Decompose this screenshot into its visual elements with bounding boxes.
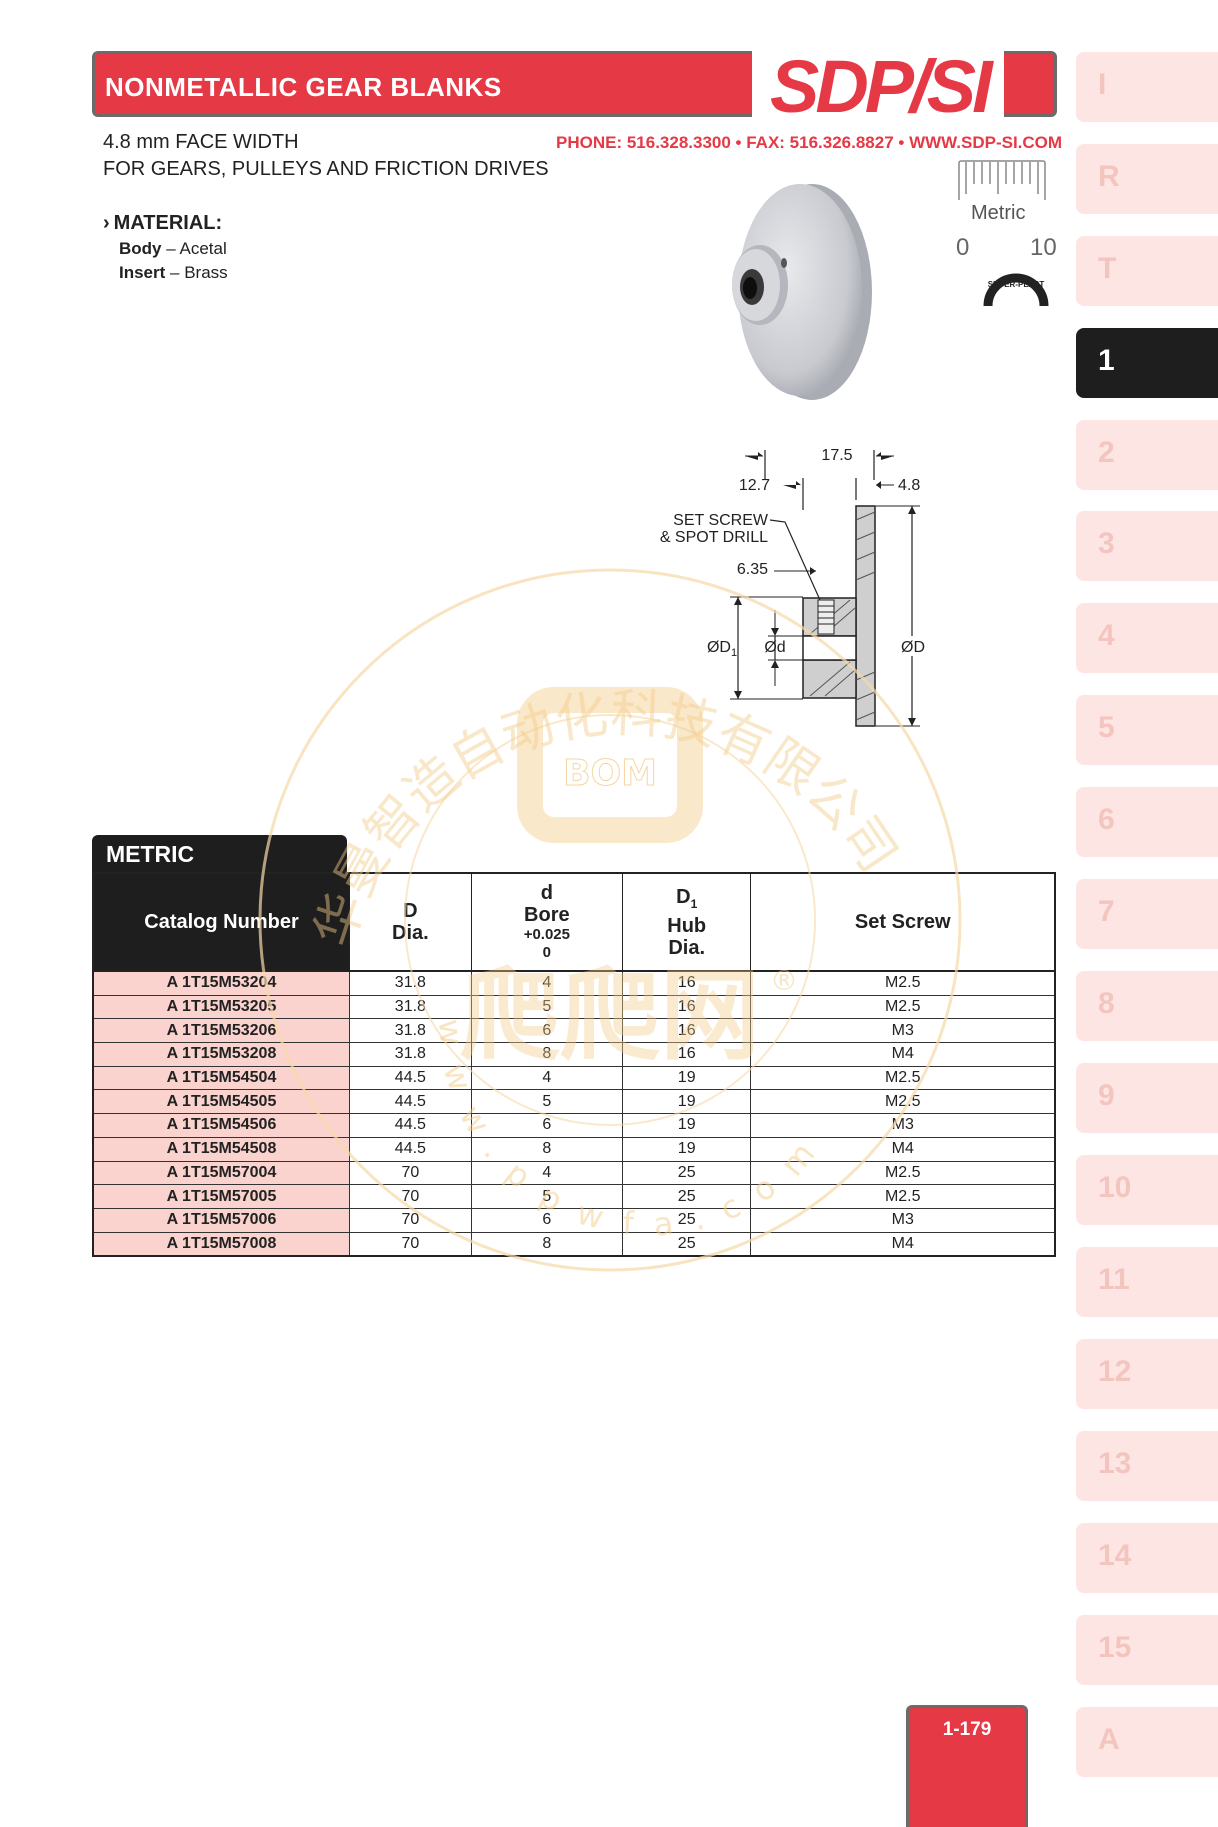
sdpsi-logo: SDP/SI [770,45,993,128]
scale-max: 10 [1030,234,1057,261]
chevron-right-icon: › [103,212,110,234]
gear-blank-photo [732,184,872,400]
logo-accent-block [1004,51,1057,117]
tab-13[interactable]: 13 [1076,1431,1218,1501]
subtitle-usage: FOR GEARS, PULLEYS AND FRICTION DRIVES [103,158,549,180]
metric-label: Metric [971,202,1026,224]
material-body: Body – Acetal [119,239,227,258]
dim-od-outer: ØD [901,639,925,656]
material-heading: ›MATERIAL: [103,212,223,234]
tab-7[interactable]: 7 [1076,879,1218,949]
tab-11[interactable]: 11 [1076,1247,1218,1317]
set-screw-label-2: & SPOT DRILL [660,529,768,546]
table-title-tab: METRIC COMPONENT [92,835,347,894]
set-screw-label-1: SET SCREW [673,512,769,529]
contact-info: PHONE: 516.328.3300 • FAX: 516.326.8827 … [556,133,1063,152]
page-number: 1-179 [906,1705,1028,1827]
subtitle-face-width: 4.8 mm FACE WIDTH [103,131,299,153]
tab-2[interactable]: 2 [1076,420,1218,490]
dim-6-35: 6.35 [737,561,768,578]
header-bore: d Bore +0.025 0 [470,872,623,972]
tab-a[interactable]: A [1076,1707,1218,1777]
tab-10[interactable]: 10 [1076,1155,1218,1225]
watermark-logo: BOM [563,753,657,794]
badge-text: SUPER-PLAST [988,280,1045,289]
scale-min: 0 [956,234,970,261]
dim-od-bore: Ød [764,639,785,656]
tab-5[interactable]: 5 [1076,695,1218,765]
dim-17-5: 17.5 [821,447,852,464]
header-set-screw: Set Screw [750,872,1056,972]
tab-12[interactable]: 12 [1076,1339,1218,1409]
header-hub-dia: D1 Hub Dia. [621,872,752,972]
tab-8[interactable]: 8 [1076,971,1218,1041]
metric-ruler-icon [958,160,1048,226]
tab-3[interactable]: 3 [1076,511,1218,581]
super-plast-badge-icon: SUPER-PLAST [983,273,1049,307]
dim-od1: ØD1 [707,639,737,659]
tab-i[interactable]: I [1076,52,1218,122]
header-catalog: Catalog Number [92,872,350,972]
dimension-drawing: 17.5 12.7 4.8 SET SCREW & SPOT DRILL 6.3… [660,447,926,727]
dim-12-7: 12.7 [739,477,770,494]
tab-4[interactable]: 4 [1076,603,1218,673]
tab-9[interactable]: 9 [1076,1063,1218,1133]
page-title: NONMETALLIC GEAR BLANKS [92,51,752,117]
tab-t[interactable]: T [1076,236,1218,306]
material-insert: Insert – Brass [119,263,228,282]
tab-15[interactable]: 15 [1076,1615,1218,1685]
tab-r[interactable]: R [1076,144,1218,214]
tab-1[interactable]: 1 [1076,328,1218,398]
tab-6[interactable]: 6 [1076,787,1218,857]
dim-4-8: 4.8 [898,477,920,494]
tab-14[interactable]: 14 [1076,1523,1218,1593]
